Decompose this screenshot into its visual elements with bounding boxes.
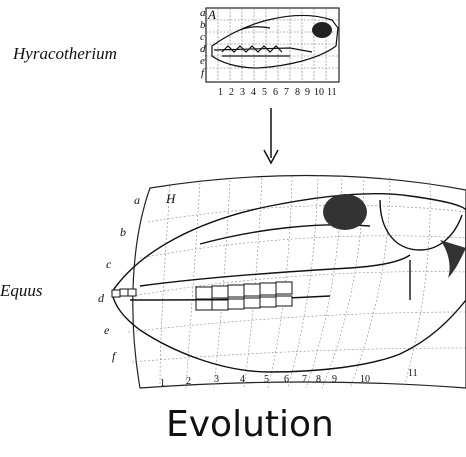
bottom-col-3: 3	[214, 374, 219, 385]
bottom-row-letter-e: e	[104, 323, 110, 337]
top-col-5: 5	[262, 87, 267, 98]
bottom-col-10: 10	[360, 374, 370, 385]
bottom-col-2: 2	[186, 376, 191, 387]
equus-eye-socket	[323, 194, 367, 230]
bottom-col-9: 9	[332, 374, 337, 385]
top-row-letter-b: b	[200, 19, 206, 31]
top-row-letter-f: f	[201, 67, 206, 79]
top-col-8: 8	[295, 87, 300, 98]
top-col-7: 7	[284, 87, 289, 98]
top-col-2: 2	[229, 87, 234, 98]
top-row-letter-c: c	[200, 31, 205, 43]
bottom-col-4: 4	[240, 374, 245, 385]
bottom-col-1: 1	[160, 378, 165, 389]
bottom-row-letter-f: f	[112, 349, 117, 363]
top-row-letter-e: e	[200, 55, 205, 67]
top-col-11: 11	[327, 87, 337, 98]
bottom-row-letter-d: d	[98, 291, 105, 305]
down-arrow-icon	[264, 108, 278, 163]
equus-grid: a b c d e f H 1 2 3 4 5 6 7 8 9 10 11	[98, 175, 466, 389]
top-col-10: 10	[314, 87, 324, 98]
bottom-row-letter-c: c	[106, 257, 112, 271]
top-col-3: 3	[240, 87, 245, 98]
bottom-col-7: 7	[302, 374, 307, 385]
hyracotherium-eye-socket	[312, 22, 332, 38]
bottom-col-5: 5	[264, 374, 269, 385]
bottom-row-letter-a: a	[134, 193, 140, 207]
hyracotherium-grid: a b c d e f A 1 2 3 4 5 6 7 8 9 10 11	[200, 7, 339, 98]
top-row-letter-d: d	[200, 43, 206, 55]
bottom-col-11: 11	[408, 368, 418, 379]
top-col-9: 9	[305, 87, 310, 98]
top-figure-letter: A	[207, 7, 216, 22]
top-col-6: 6	[273, 87, 278, 98]
bottom-row-letter-b: b	[120, 225, 126, 239]
bottom-col-6: 6	[284, 374, 289, 385]
top-row-letter-a: a	[200, 7, 206, 19]
top-col-1: 1	[218, 87, 223, 98]
bottom-figure-letter: H	[165, 191, 176, 206]
top-col-4: 4	[251, 87, 256, 98]
bottom-col-8: 8	[316, 374, 321, 385]
